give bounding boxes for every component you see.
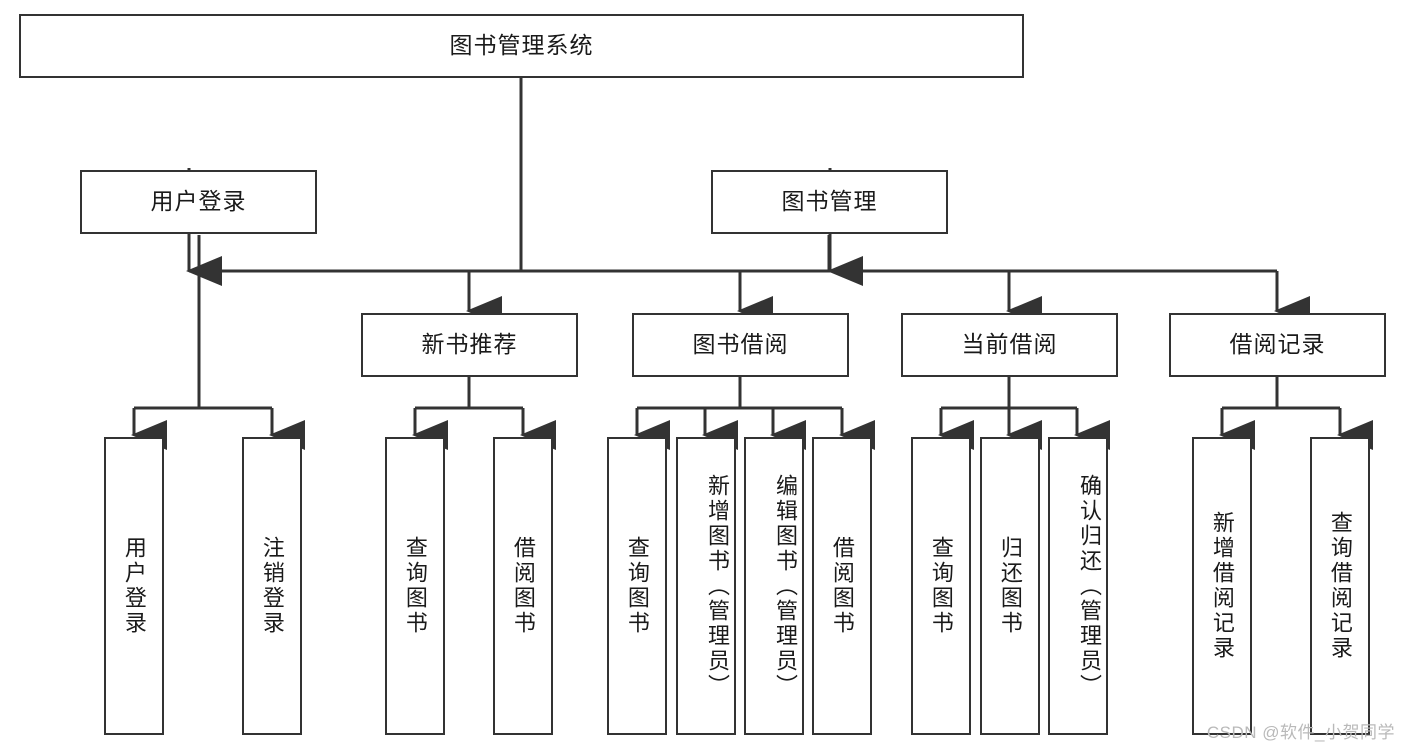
node-book-management[interactable]: 图书管理 <box>711 170 948 234</box>
node-leaf-query-book-1[interactable]: 查询图书 <box>385 437 445 735</box>
node-leaf-query-book-1-label: 查询图书 <box>402 536 428 636</box>
node-leaf-borrow-book-1-label: 借阅图书 <box>510 536 536 636</box>
node-book-borrow[interactable]: 图书借阅 <box>632 313 849 377</box>
node-leaf-add-book-label: 新增图书（管理员） <box>705 473 730 699</box>
node-current-borrow-label: 当前借阅 <box>961 331 1058 358</box>
node-leaf-add-borrow-record[interactable]: 新增借阅记录 <box>1192 437 1252 735</box>
node-leaf-query-borrow-record[interactable]: 查询借阅记录 <box>1310 437 1370 735</box>
node-book-borrow-label: 图书借阅 <box>692 331 789 358</box>
node-leaf-return-book-label: 归还图书 <box>997 536 1023 636</box>
node-leaf-query-borrow-record-label: 查询借阅记录 <box>1327 511 1353 661</box>
node-leaf-query-book-3-label: 查询图书 <box>928 536 954 636</box>
node-borrow-record-label: 借阅记录 <box>1229 331 1326 358</box>
node-user-login-label: 用户登录 <box>150 188 247 215</box>
node-root[interactable]: 图书管理系统 <box>19 14 1024 78</box>
node-leaf-borrow-book-2-label: 借阅图书 <box>829 536 855 636</box>
node-leaf-query-book-3[interactable]: 查询图书 <box>911 437 971 735</box>
node-leaf-borrow-book-2[interactable]: 借阅图书 <box>812 437 872 735</box>
node-leaf-edit-book-label: 编辑图书（管理员） <box>773 473 798 699</box>
node-current-borrow[interactable]: 当前借阅 <box>901 313 1118 377</box>
node-leaf-logout-login-label: 注销登录 <box>259 536 285 636</box>
node-leaf-user-login-label: 用户登录 <box>121 536 147 636</box>
node-root-label: 图书管理系统 <box>449 32 594 59</box>
node-borrow-record[interactable]: 借阅记录 <box>1169 313 1386 377</box>
node-leaf-query-book-2[interactable]: 查询图书 <box>607 437 667 735</box>
node-leaf-edit-book[interactable]: 编辑图书（管理员） <box>744 437 804 735</box>
node-leaf-confirm-return[interactable]: 确认归还（管理员） <box>1048 437 1108 735</box>
node-leaf-confirm-return-label: 确认归还（管理员） <box>1077 473 1102 699</box>
node-leaf-return-book[interactable]: 归还图书 <box>980 437 1040 735</box>
node-leaf-logout-login[interactable]: 注销登录 <box>242 437 302 735</box>
watermark-text: CSDN @软件_小贺同学 <box>1206 723 1395 742</box>
node-book-management-label: 图书管理 <box>781 188 878 215</box>
node-new-book-recommend-label: 新书推荐 <box>421 331 518 358</box>
node-new-book-recommend[interactable]: 新书推荐 <box>361 313 578 377</box>
node-leaf-add-book[interactable]: 新增图书（管理员） <box>676 437 736 735</box>
node-user-login[interactable]: 用户登录 <box>80 170 317 234</box>
node-leaf-borrow-book-1[interactable]: 借阅图书 <box>493 437 553 735</box>
node-leaf-query-book-2-label: 查询图书 <box>624 536 650 636</box>
node-leaf-user-login[interactable]: 用户登录 <box>104 437 164 735</box>
node-leaf-add-borrow-record-label: 新增借阅记录 <box>1209 511 1235 661</box>
